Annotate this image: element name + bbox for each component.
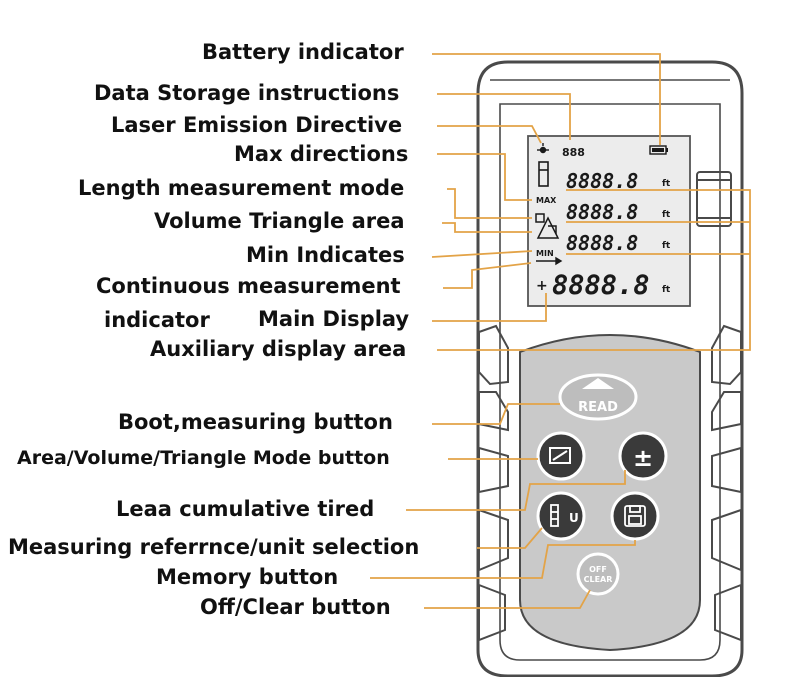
leader-battery xyxy=(432,53,661,145)
leader-continuous xyxy=(443,262,532,289)
label-cumulative: Leaa cumulative tired xyxy=(116,497,375,521)
leader-cumulative xyxy=(406,470,626,511)
device-inner-frame xyxy=(499,103,721,661)
laser-emission-icon xyxy=(537,143,549,154)
leader-memory xyxy=(370,540,636,579)
leader-off-clear xyxy=(424,589,591,609)
leader-reference xyxy=(477,527,543,549)
left-grip xyxy=(478,324,509,642)
lcd-max-label: MAX xyxy=(536,196,557,205)
reference-unit-icon xyxy=(550,504,559,527)
label-continuous-1: Continuous measurement xyxy=(96,274,401,298)
plus-minus-button[interactable]: ± xyxy=(618,431,668,481)
floppy-disk-icon xyxy=(624,505,646,527)
label-length-mode: Length measurement mode xyxy=(78,176,405,200)
leader-aux-display xyxy=(437,189,751,351)
lcd-aux-row-3: 8888.8 xyxy=(566,231,638,255)
clear-label: CLEAR xyxy=(584,575,613,584)
leader-main-display xyxy=(432,293,547,322)
label-main-display: Main Display xyxy=(258,307,410,331)
leader-max xyxy=(437,153,532,201)
volume-triangle-icon xyxy=(535,213,560,239)
label-boot-button: Boot,measuring button xyxy=(118,410,393,434)
lcd-sign: + xyxy=(536,278,548,294)
off-clear-button[interactable]: OFF CLEAR xyxy=(576,552,620,596)
label-min-indicates: Min Indicates xyxy=(246,243,405,267)
label-off-clear: Off/Clear button xyxy=(200,595,391,619)
label-max-directions: Max directions xyxy=(234,142,409,166)
lcd-main-row: 8888.8 xyxy=(552,270,650,301)
battery-icon xyxy=(649,145,668,155)
lcd-storage-symbol: 888 xyxy=(562,146,585,159)
leader-min xyxy=(431,250,533,258)
label-laser-emission: Laser Emission Directive xyxy=(111,113,403,137)
right-grip xyxy=(696,171,742,642)
read-button[interactable]: READ xyxy=(558,373,638,421)
memory-button[interactable] xyxy=(610,491,660,541)
lcd-unit-3: ft xyxy=(662,241,671,251)
area-mode-icon xyxy=(549,447,571,464)
label-reference: Measuring referrnce/unit selection xyxy=(8,535,420,559)
leader-boot xyxy=(432,403,560,425)
leader-lines xyxy=(370,53,751,609)
leader-laser xyxy=(437,125,542,144)
lcd-unit-main: ft xyxy=(662,285,671,295)
lcd-aux-row-2: 8888.8 xyxy=(566,200,638,224)
reference-edge-icon xyxy=(538,161,549,187)
lcd-screen xyxy=(527,135,691,307)
label-continuous-2: indicator xyxy=(104,308,210,332)
label-data-storage: Data Storage instructions xyxy=(94,81,400,105)
lcd-min-label: MIN xyxy=(536,249,554,258)
continuous-arrow-icon xyxy=(536,256,563,266)
label-aux-display: Auxiliary display area xyxy=(150,337,407,361)
label-area-button: Area/Volume/Triangle Mode button xyxy=(17,447,390,469)
lcd-aux-row-1: 8888.8 xyxy=(566,169,638,193)
off-label: OFF xyxy=(589,565,607,574)
reference-unit-button[interactable]: U xyxy=(536,491,586,541)
label-memory-button: Memory button xyxy=(156,565,339,589)
leader-data-storage xyxy=(437,93,571,140)
area-volume-mode-button[interactable] xyxy=(536,431,586,481)
lcd-unit-1: ft xyxy=(662,179,671,189)
label-battery-indicator: Battery indicator xyxy=(202,40,404,64)
plus-minus-label: ± xyxy=(633,444,653,472)
lcd-unit-2: ft xyxy=(662,210,671,220)
unit-letter: U xyxy=(569,511,579,525)
leader-length-mode xyxy=(447,188,532,219)
label-volume-triangle: Volume Triangle area xyxy=(154,209,405,233)
read-button-label: READ xyxy=(578,400,618,415)
keypad-panel xyxy=(519,334,701,652)
leader-volume-triangle xyxy=(442,222,532,233)
